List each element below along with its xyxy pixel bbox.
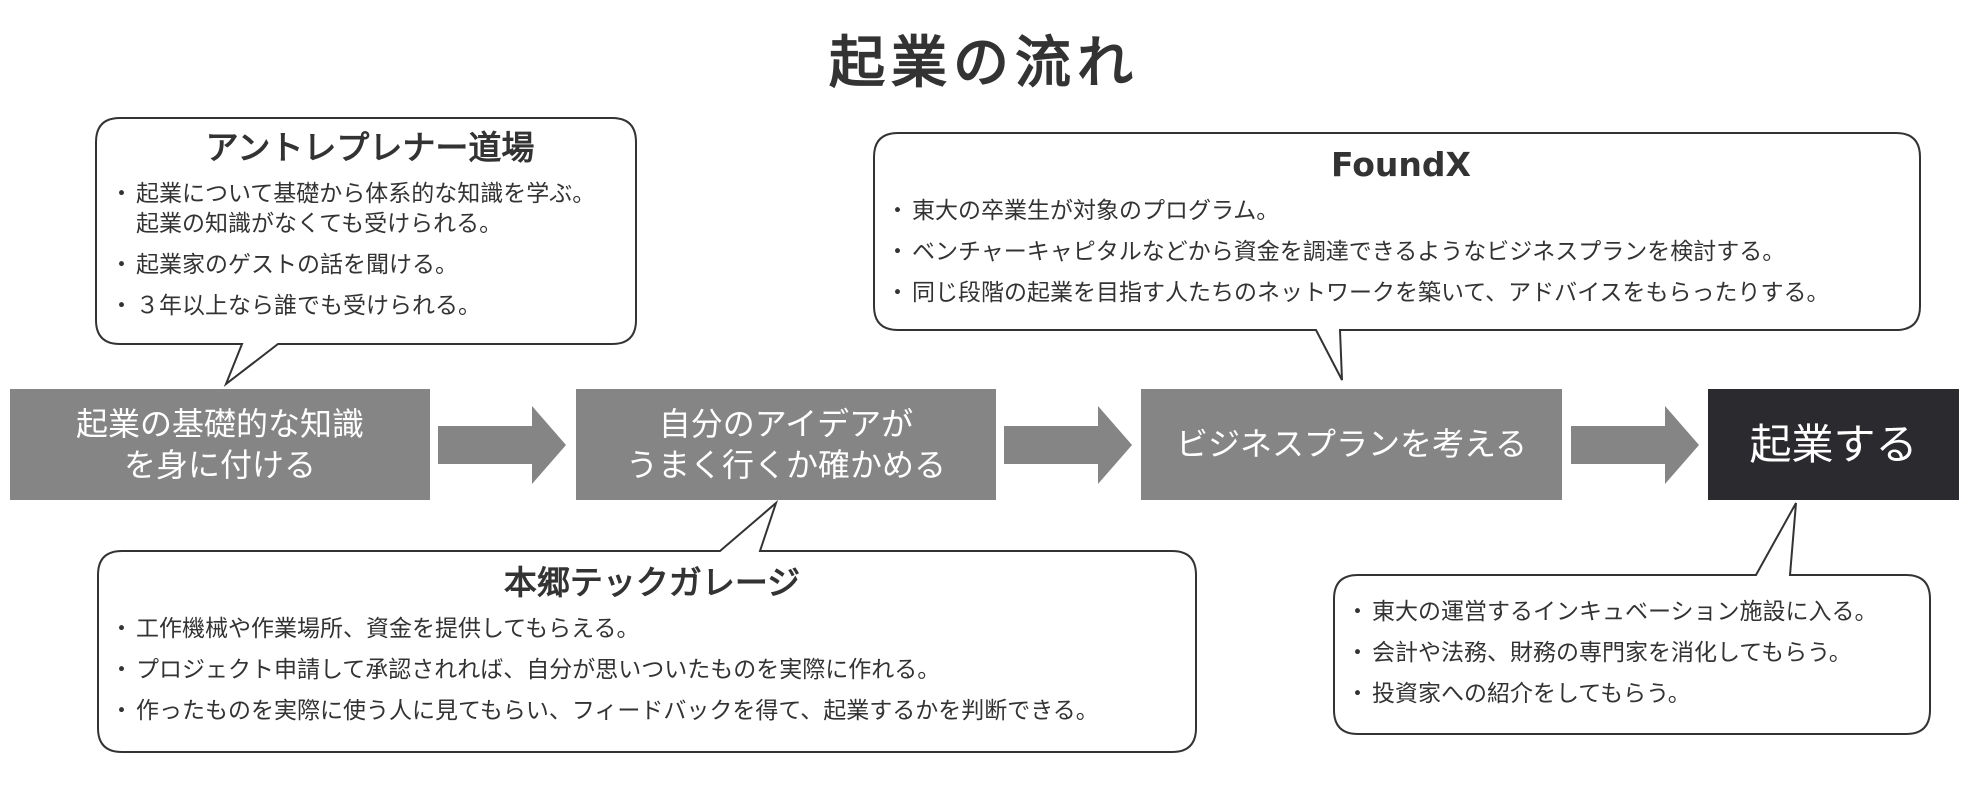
foundx-item: 東大の卒業生が対象のプログラム。 <box>886 196 1916 226</box>
foundx-callout: FoundX 東大の卒業生が対象のプログラム。 ベンチャーキャピタルなどから資金… <box>886 145 1916 308</box>
garage-item: 工作機械や作業場所、資金を提供してもらえる。 <box>110 614 1194 644</box>
foundx-list: 東大の卒業生が対象のプログラム。 ベンチャーキャピタルなどから資金を調達できるよ… <box>886 196 1916 308</box>
step-3: ビジネスプランを考える <box>1141 389 1562 500</box>
step-4-final: 起業する <box>1708 389 1959 500</box>
incubation-item: 東大の運営するインキュベーション施設に入る。 <box>1346 597 1926 627</box>
dojo-item: ３年以上なら誰でも受けられる。 <box>110 291 630 321</box>
step-2: 自分のアイデアが うまく行くか確かめる <box>576 389 996 500</box>
foundx-item: ベンチャーキャピタルなどから資金を調達できるようなビジネスプランを検討する。 <box>886 237 1916 267</box>
incubation-item: 会計や法務、財務の専門家を消化してもらう。 <box>1346 638 1926 668</box>
dojo-title: アントレプレナー道場 <box>205 128 535 167</box>
incubation-callout: 東大の運営するインキュベーション施設に入る。 会計や法務、財務の専門家を消化して… <box>1346 586 1926 709</box>
garage-item: プロジェクト申請して承認されれば、自分が思いついたものを実際に作れる。 <box>110 655 1194 685</box>
flow-arrow-2 <box>1004 406 1132 484</box>
dojo-item: 起業について基礎から体系的な知識を学ぶ。 起業の知識がなくても受けられる。 <box>110 179 630 239</box>
incubation-list: 東大の運営するインキュベーション施設に入る。 会計や法務、財務の専門家を消化して… <box>1346 597 1926 709</box>
foundx-item: 同じ段階の起業を目指す人たちのネットワークを築いて、アドバイスをもらったりする。 <box>886 278 1916 308</box>
page-title: 起業の流れ <box>829 31 1139 96</box>
garage-callout: 本郷テックガレージ 工作機械や作業場所、資金を提供してもらえる。 プロジェクト申… <box>110 563 1194 726</box>
garage-list: 工作機械や作業場所、資金を提供してもらえる。 プロジェクト申請して承認されれば、… <box>110 614 1194 726</box>
garage-title: 本郷テックガレージ <box>503 563 801 602</box>
flow-arrow-3 <box>1571 406 1699 484</box>
step-1: 起業の基礎的な知識 を身に付ける <box>10 389 430 500</box>
flow-arrow-1 <box>438 406 566 484</box>
dojo-item: 起業家のゲストの話を聞ける。 <box>110 250 630 280</box>
garage-item: 作ったものを実際に使う人に見てもらい、フィードバックを得て、起業するかを判断でき… <box>110 696 1194 726</box>
dojo-callout: アントレプレナー道場 起業について基礎から体系的な知識を学ぶ。 起業の知識がなく… <box>110 128 630 321</box>
foundx-title: FoundX <box>1331 145 1471 184</box>
incubation-item: 投資家への紹介をしてもらう。 <box>1346 679 1926 709</box>
dojo-list: 起業について基礎から体系的な知識を学ぶ。 起業の知識がなくても受けられる。 起業… <box>110 179 630 321</box>
